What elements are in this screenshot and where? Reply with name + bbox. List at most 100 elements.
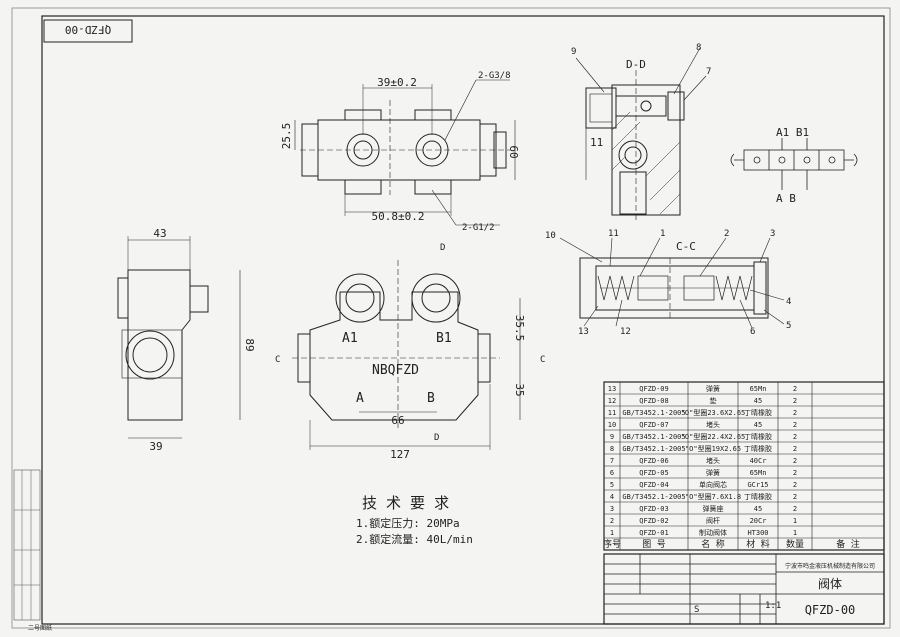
- symbol-top-labels: A1 B1: [776, 126, 809, 139]
- bom-cell: 堵头: [706, 420, 720, 429]
- bom-cell: 8: [610, 445, 614, 453]
- bom-cell: 2: [793, 493, 797, 501]
- top-view: [294, 79, 516, 226]
- drawing-number: QFZD-00: [805, 603, 856, 617]
- top-dim-height-right: 60: [507, 145, 520, 158]
- side-dim-height: 89: [243, 338, 256, 351]
- outer-border: [11, 7, 891, 629]
- bom-cell: 2: [793, 421, 797, 429]
- top-dim-bottom: 50.8±0.2: [372, 210, 425, 223]
- bom-cell: 2: [793, 457, 797, 465]
- bom-cell: 1: [610, 529, 614, 537]
- bom-header-cell: 数量: [786, 538, 804, 550]
- dd-dim-left: 11: [590, 136, 603, 149]
- bom-cell: "O"型圈23.6X2.65: [681, 408, 746, 417]
- bom-cell: 45: [754, 505, 762, 513]
- bom-header-cell: 名 称: [701, 538, 724, 550]
- side-dim-bottom: 39: [149, 440, 162, 453]
- front-section-mark-left: C: [275, 355, 280, 365]
- inner-border: [41, 15, 885, 625]
- part-name: 阀体: [818, 577, 842, 591]
- front-port-b: B: [427, 391, 435, 406]
- bom-cell: QFZD-02: [639, 517, 669, 525]
- dd-leader-8: 8: [696, 43, 701, 53]
- bom-cell: 5: [610, 481, 614, 489]
- front-port-a: A: [356, 391, 364, 406]
- cc-leader-6: 6: [750, 327, 755, 337]
- front-section-mark-top: D: [440, 243, 445, 253]
- bom-cell: 12: [608, 397, 616, 405]
- front-view: [292, 260, 521, 450]
- bom-header-cell: 序号: [603, 538, 621, 550]
- bom-cell: QFZD-06: [639, 457, 669, 465]
- bom-cell: 1: [793, 529, 797, 537]
- cc-leader-12: 12: [620, 327, 631, 337]
- bom-cell: 65Mn: [750, 469, 767, 477]
- bom-cell: GCr15: [747, 481, 768, 489]
- bom-cell: 垫: [710, 396, 717, 405]
- front-port-a1: A1: [342, 331, 358, 346]
- bom-cell: GB/T3452.1-2005: [622, 409, 685, 417]
- top-dim-height-left: 25.5: [280, 123, 293, 150]
- bom-cell: QFZD-07: [639, 421, 669, 429]
- bom-cell: 2: [793, 505, 797, 513]
- bom-cell: 2: [793, 385, 797, 393]
- bom-cell: 4: [610, 493, 614, 501]
- bom-cell: 丁晴橡胶: [744, 432, 772, 441]
- bom-cell: 13: [608, 385, 616, 393]
- tech-req-item-2: 2.额定流量: 40L/min: [356, 532, 473, 546]
- front-model-label: NBQFZD: [372, 363, 419, 378]
- bom-cell: QFZD-04: [639, 481, 669, 489]
- company-name: 宁波市鸣金液压机械制造有限公司: [785, 562, 875, 570]
- section-cc: [559, 237, 785, 329]
- bom-cell: 2: [793, 397, 797, 405]
- front-port-b1: B1: [436, 331, 452, 346]
- side-view: [117, 236, 241, 439]
- dd-title: D-D: [626, 58, 646, 71]
- cc-leader-10: 10: [545, 231, 556, 241]
- top-dim-pitch: 39±0.2: [377, 76, 417, 89]
- bom-cell: 2: [793, 469, 797, 477]
- bom-cell: 弹簧: [706, 468, 720, 477]
- bom-cell: QFZD-08: [639, 397, 669, 405]
- bom-cell: 2: [793, 445, 797, 453]
- bom-cell: 丁晴橡胶: [744, 444, 772, 453]
- front-section-mark-right: C: [540, 355, 545, 365]
- bom-cell: GB/T3452.1-2005: [622, 493, 685, 501]
- bom-cell: 7: [610, 457, 614, 465]
- bom-cell: 3: [610, 505, 614, 513]
- cc-leader-4: 4: [786, 297, 791, 307]
- bom-cell: 6: [610, 469, 614, 477]
- bom-cell: "O"型圈7.6X1.8: [685, 492, 741, 501]
- title-block: [603, 553, 885, 625]
- bom-cell: 1: [793, 517, 797, 525]
- scale-letter: S: [694, 605, 699, 615]
- footer-note: 二号图纸: [28, 624, 52, 632]
- cc-leader-5: 5: [786, 321, 791, 331]
- bom-cell: GB/T3452.1-2005: [622, 433, 685, 441]
- cc-leader-3: 3: [770, 229, 775, 239]
- bom-cell: 11: [608, 409, 616, 417]
- bom-cell: QFZD-03: [639, 505, 669, 513]
- section-dd: [575, 47, 707, 222]
- top-dim-port-bottom: 2-G1/2: [462, 223, 495, 233]
- bom-cell: 10: [608, 421, 616, 429]
- cc-leader-11: 11: [608, 229, 619, 239]
- bom-cell: 45: [754, 397, 762, 405]
- front-dim-right-lower: 35: [513, 383, 526, 396]
- bom-cell: "O"型圈22.4X2.65: [681, 432, 746, 441]
- front-dim-inner: 66: [391, 414, 404, 427]
- dd-leader-9: 9: [571, 47, 576, 57]
- scale-value: 1:1: [765, 601, 781, 611]
- bom-cell: QFZD-01: [639, 529, 669, 537]
- tech-req-item-1: 1.额定压力: 20MPa: [356, 516, 460, 530]
- symbol-bottom-labels: A B: [776, 192, 796, 205]
- hydraulic-symbol: [730, 138, 858, 190]
- bom-cell: 弹簧: [706, 384, 720, 393]
- cc-title: C-C: [676, 240, 696, 253]
- bom-header-cell: 图 号: [642, 539, 665, 550]
- bom-cell: 9: [610, 433, 614, 441]
- bom-cell: HT300: [747, 529, 768, 537]
